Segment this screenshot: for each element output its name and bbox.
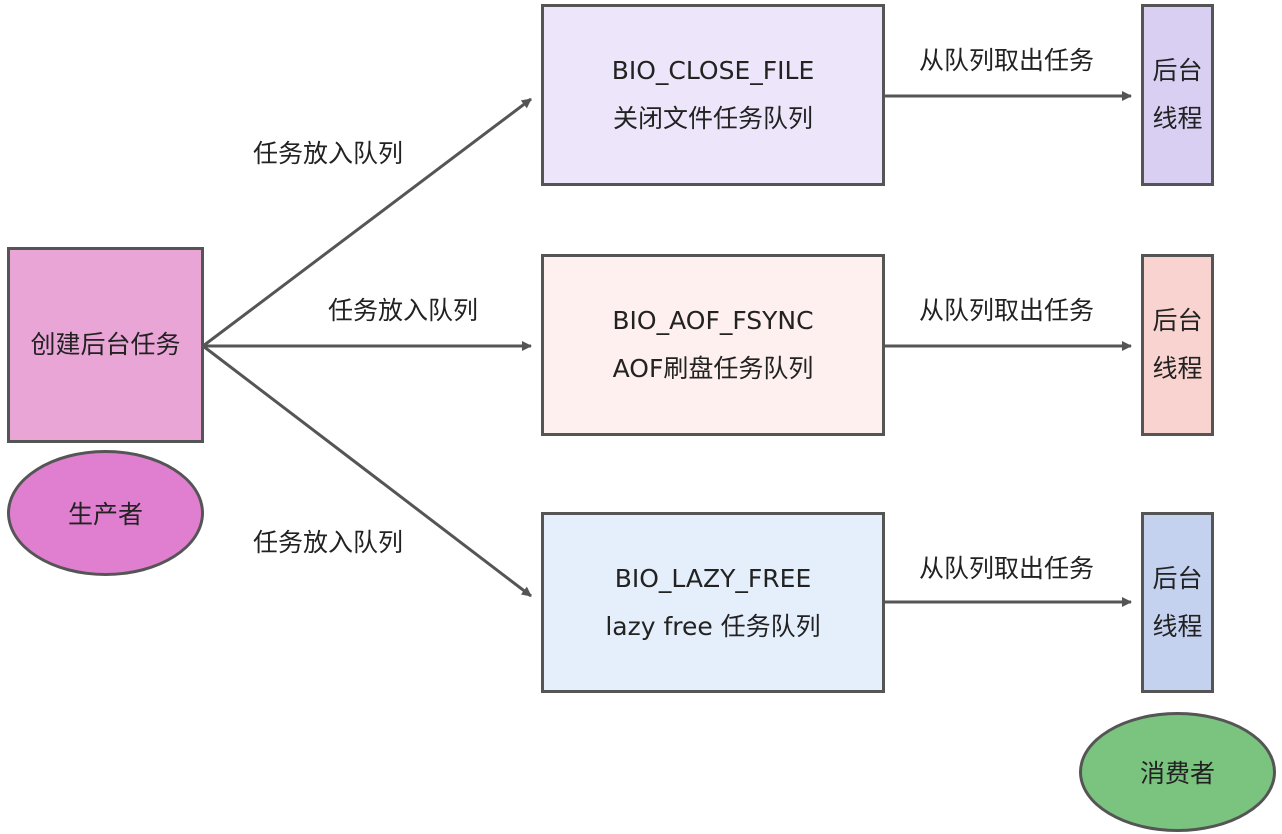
arrow-to-close-file bbox=[202, 97, 532, 348]
producer-ellipse: 生产者 bbox=[7, 450, 204, 576]
create-task-box: 创建后台任务 bbox=[7, 247, 204, 443]
thread-label-line1: 后台 bbox=[1152, 56, 1203, 85]
queue-name: BIO_LAZY_FREE bbox=[614, 563, 812, 593]
enqueue-label-1: 任务放入队列 bbox=[253, 139, 404, 168]
thread-label-line2: 线程 bbox=[1152, 611, 1203, 641]
arrow-to-lazy-free bbox=[202, 344, 532, 598]
queue-desc: lazy free 任务队列 bbox=[605, 611, 821, 641]
dequeue-label-2: 从队列取出任务 bbox=[919, 296, 1095, 325]
producer-label: 生产者 bbox=[67, 500, 143, 529]
consumer-label: 消费者 bbox=[1139, 759, 1215, 788]
thread-box-2: 后台 线程 bbox=[1141, 254, 1214, 436]
thread-label-line1: 后台 bbox=[1152, 563, 1203, 593]
queue-lazy-free: BIO_LAZY_FREE lazy free 任务队列 bbox=[541, 512, 885, 693]
create-task-label: 创建后台任务 bbox=[30, 330, 181, 359]
dequeue-label-3: 从队列取出任务 bbox=[919, 554, 1095, 583]
consumer-ellipse: 消费者 bbox=[1079, 712, 1276, 832]
thread-box-1: 后台 线程 bbox=[1141, 4, 1214, 186]
dequeue-label-1: 从队列取出任务 bbox=[919, 46, 1095, 75]
queue-name: BIO_AOF_FSYNC bbox=[612, 306, 814, 335]
queue-close-file: BIO_CLOSE_FILE 关闭文件任务队列 bbox=[541, 4, 885, 186]
queue-aof-fsync: BIO_AOF_FSYNC AOF刷盘任务队列 bbox=[541, 254, 885, 436]
thread-label-line1: 后台 bbox=[1152, 306, 1203, 335]
enqueue-label-2: 任务放入队列 bbox=[328, 296, 479, 325]
queue-name: BIO_CLOSE_FILE bbox=[611, 56, 815, 85]
thread-label-line2: 线程 bbox=[1152, 354, 1203, 383]
queue-desc: 关闭文件任务队列 bbox=[612, 104, 813, 133]
thread-box-3: 后台 线程 bbox=[1141, 512, 1214, 693]
thread-label-line2: 线程 bbox=[1152, 104, 1203, 133]
enqueue-label-3: 任务放入队列 bbox=[253, 528, 404, 557]
queue-desc: AOF刷盘任务队列 bbox=[612, 354, 814, 383]
